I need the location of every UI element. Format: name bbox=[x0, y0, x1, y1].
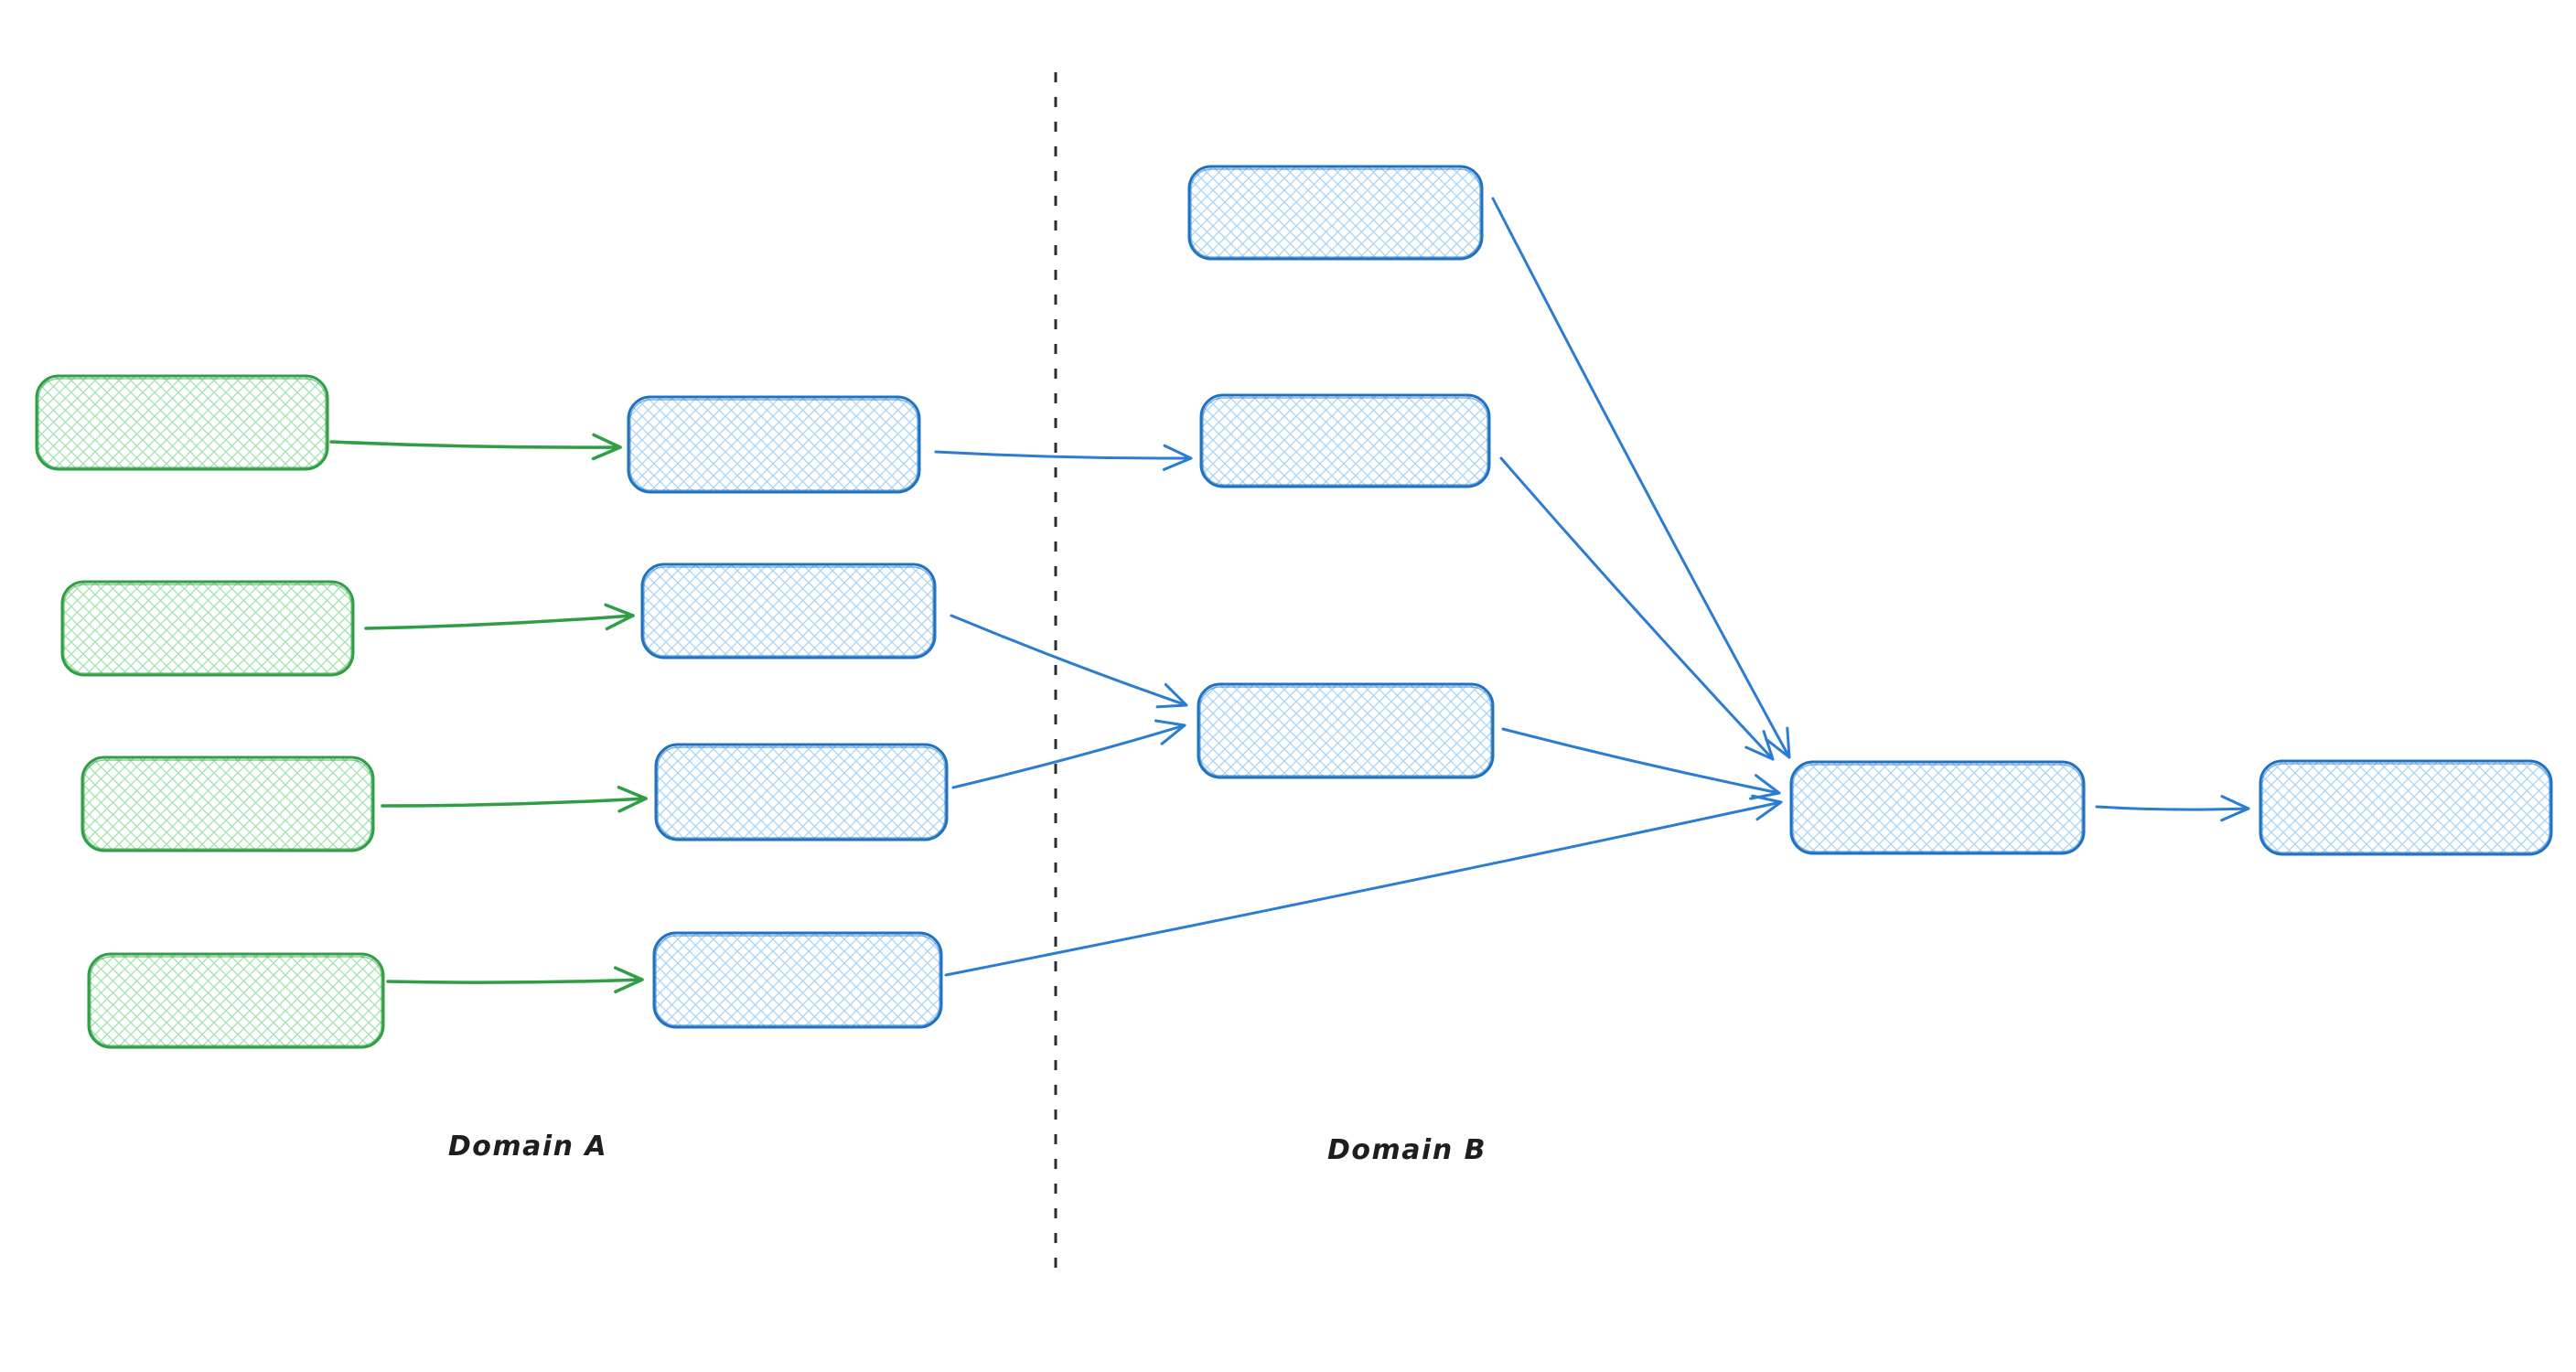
node-b-node-2[interactable] bbox=[1199, 393, 1491, 488]
edge-b-node-2-to-b-hub[interactable] bbox=[1499, 456, 1775, 761]
node-b-node-1-sketch-outline bbox=[1190, 168, 1481, 258]
arrowhead-icon bbox=[613, 966, 644, 994]
arrowhead-icon bbox=[2220, 795, 2250, 822]
edge-a-source-2-to-a-stage-2[interactable] bbox=[364, 603, 635, 631]
nodes-layer bbox=[35, 165, 2553, 1049]
node-a-source-4[interactable] bbox=[87, 952, 385, 1049]
edge-b-hub-to-b-output[interactable] bbox=[2095, 795, 2250, 822]
node-b-hub-sketch-outline bbox=[1792, 764, 2083, 852]
node-a-source-1[interactable] bbox=[35, 374, 329, 471]
node-b-output-sketch-outline bbox=[2261, 763, 2550, 853]
node-a-source-3[interactable] bbox=[80, 756, 375, 852]
node-a-source-1-sketch-outline bbox=[38, 378, 327, 468]
edge-a-source-4-to-a-stage-4[interactable] bbox=[386, 966, 644, 994]
arrowhead-icon bbox=[1749, 774, 1781, 800]
edge-a-source-1-to-a-stage-1[interactable] bbox=[329, 433, 622, 461]
node-b-hub[interactable] bbox=[1789, 760, 2086, 855]
edge-a-stage-4-to-b-hub[interactable] bbox=[944, 794, 1783, 977]
edge-a-stage-2-to-b-node-3[interactable] bbox=[950, 614, 1188, 709]
node-a-source-2[interactable] bbox=[60, 580, 355, 677]
node-a-stage-1-sketch-outline bbox=[629, 399, 918, 491]
node-b-node-3[interactable] bbox=[1197, 682, 1495, 779]
domain-a-label[interactable]: Domain A bbox=[448, 1131, 607, 1163]
node-b-node-2-sketch-outline bbox=[1202, 397, 1488, 486]
edge-a-source-3-to-a-stage-3[interactable] bbox=[381, 786, 648, 813]
node-a-stage-2[interactable] bbox=[640, 563, 937, 659]
node-b-output[interactable] bbox=[2259, 759, 2553, 856]
node-a-stage-4-sketch-outline bbox=[655, 935, 940, 1026]
node-a-source-2-sketch-outline bbox=[63, 584, 352, 674]
arrowhead-icon bbox=[1162, 444, 1193, 471]
node-a-source-4-sketch-outline bbox=[90, 956, 382, 1046]
arrowhead-icon bbox=[1744, 730, 1775, 761]
node-a-stage-4[interactable] bbox=[652, 931, 943, 1029]
domain-b-label[interactable]: Domain B bbox=[1327, 1134, 1487, 1166]
arrowhead-icon bbox=[1155, 682, 1188, 709]
arrowhead-icon bbox=[617, 786, 648, 813]
node-a-stage-1[interactable] bbox=[627, 395, 921, 494]
arrowhead-icon bbox=[604, 603, 635, 631]
edge-b-node-1-to-b-hub[interactable] bbox=[1491, 197, 1791, 759]
edge-a-stage-3-to-b-node-3[interactable] bbox=[951, 719, 1186, 789]
node-a-stage-3[interactable] bbox=[654, 743, 949, 841]
node-a-stage-3-sketch-outline bbox=[657, 746, 946, 839]
arrowhead-icon bbox=[1751, 794, 1783, 821]
arrowhead-icon bbox=[1765, 726, 1791, 759]
node-a-stage-2-sketch-outline bbox=[643, 566, 934, 657]
node-b-node-3-sketch-outline bbox=[1199, 686, 1492, 777]
node-b-node-1[interactable] bbox=[1187, 165, 1484, 261]
edges-layer bbox=[329, 197, 2250, 994]
node-a-source-3-sketch-outline bbox=[83, 759, 372, 850]
edge-a-stage-1-to-b-node-2[interactable] bbox=[934, 444, 1193, 471]
edge-b-node-3-to-b-hub[interactable] bbox=[1501, 727, 1781, 800]
arrowhead-icon bbox=[1154, 719, 1186, 745]
arrowhead-icon bbox=[591, 433, 622, 461]
